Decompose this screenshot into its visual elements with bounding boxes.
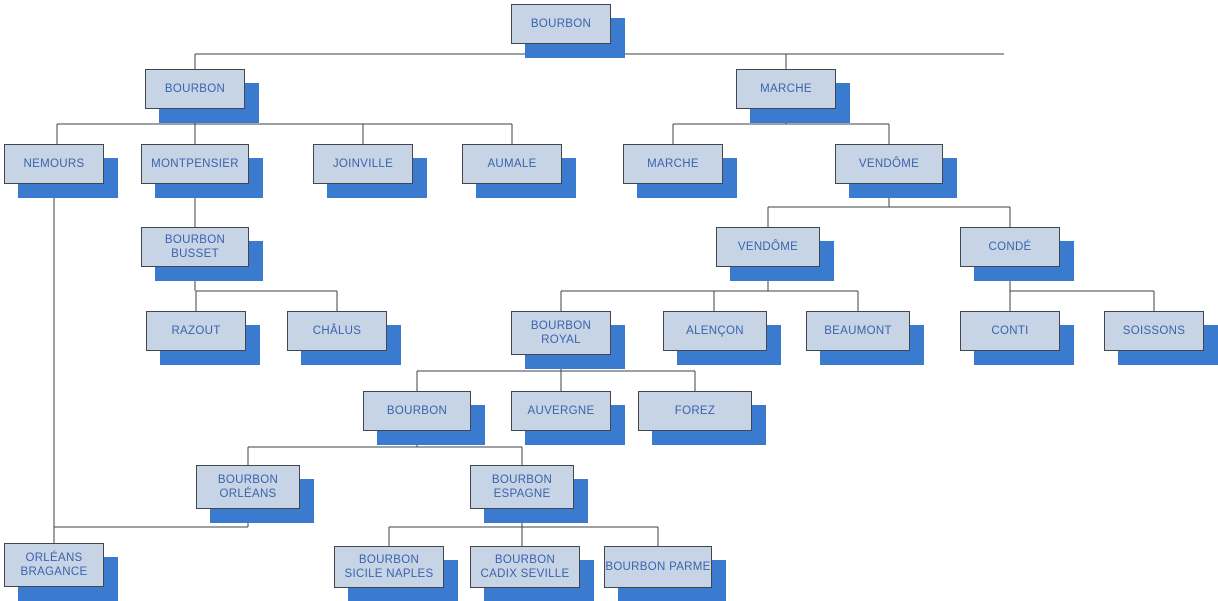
node-bourbon[interactable]: BOURBON [511,4,611,44]
node-joinville[interactable]: JOINVILLE [313,144,413,184]
node-nemours[interactable]: NEMOURS [4,144,104,184]
node-bourbon-espagne[interactable]: BOURBON ESPAGNE [470,465,574,509]
node-label: SOISSONS [1122,325,1186,337]
node-label: NEMOURS [23,158,85,170]
node-bourbon-royal[interactable]: BOURBON ROYAL [511,311,611,355]
node-label: VENDÔME [737,241,799,253]
node-bourbon-parme[interactable]: BOURBON PARME [604,546,712,588]
node-label: MARCHE [647,158,699,170]
node-aumale[interactable]: AUMALE [462,144,562,184]
node-label: ALENÇON [686,325,744,337]
node-label: AUVERGNE [527,405,595,417]
node-label: CONTI [991,325,1029,337]
node-label: CHÂLUS [312,325,362,337]
node-alençon[interactable]: ALENÇON [663,311,767,351]
node-label: BOURBON ORLÉANS [217,474,279,500]
node-bourbon-orléans[interactable]: BOURBON ORLÉANS [196,465,300,509]
node-label: BOURBON PARME [605,561,711,573]
node-label: RAZOUT [171,325,221,337]
node-soissons[interactable]: SOISSONS [1104,311,1204,351]
node-label: BOURBON ESPAGNE [491,474,553,500]
node-label: JOINVILLE [332,158,394,170]
node-label: CONDÉ [988,241,1032,253]
node-bourbon[interactable]: BOURBON [363,391,471,431]
node-marche[interactable]: MARCHE [736,69,836,109]
node-label: BOURBON CADIX SEVILLE [480,554,570,580]
node-condé[interactable]: CONDÉ [960,227,1060,267]
node-montpensier[interactable]: MONTPENSIER [141,144,249,184]
node-label: BEAUMONT [824,325,892,337]
node-auvergne[interactable]: AUVERGNE [511,391,611,431]
node-forez[interactable]: FOREZ [638,391,752,431]
node-vendôme[interactable]: VENDÔME [835,144,943,184]
node-label: BOURBON [530,18,592,30]
node-label: BOURBON ROYAL [530,320,592,346]
node-label: ORLÉANS BRAGANCE [20,552,88,578]
connector-path [56,109,513,144]
node-bourbon[interactable]: BOURBON [145,69,245,109]
node-châlus[interactable]: CHÂLUS [287,311,387,351]
node-vendôme[interactable]: VENDÔME [716,227,820,267]
node-label: BOURBON [386,405,448,417]
node-label: BOURBON BUSSET [164,234,226,260]
node-label: BOURBON SICILE NAPLES [344,554,434,580]
node-conti[interactable]: CONTI [960,311,1060,351]
node-label: BOURBON [164,83,226,95]
node-beaumont[interactable]: BEAUMONT [806,311,910,351]
node-bourbon-sicile-naples[interactable]: BOURBON SICILE NAPLES [334,546,444,588]
node-label: VENDÔME [858,158,920,170]
node-label: MONTPENSIER [151,158,239,170]
node-bourbon-busset[interactable]: BOURBON BUSSET [141,227,249,267]
node-bourbon-cadix-seville[interactable]: BOURBON CADIX SEVILLE [470,546,580,588]
node-label: FOREZ [674,405,716,417]
node-orléans-bragance[interactable]: ORLÉANS BRAGANCE [4,543,104,587]
node-razout[interactable]: RAZOUT [146,311,246,351]
node-label: AUMALE [487,158,537,170]
node-label: MARCHE [760,83,812,95]
node-marche[interactable]: MARCHE [623,144,723,184]
